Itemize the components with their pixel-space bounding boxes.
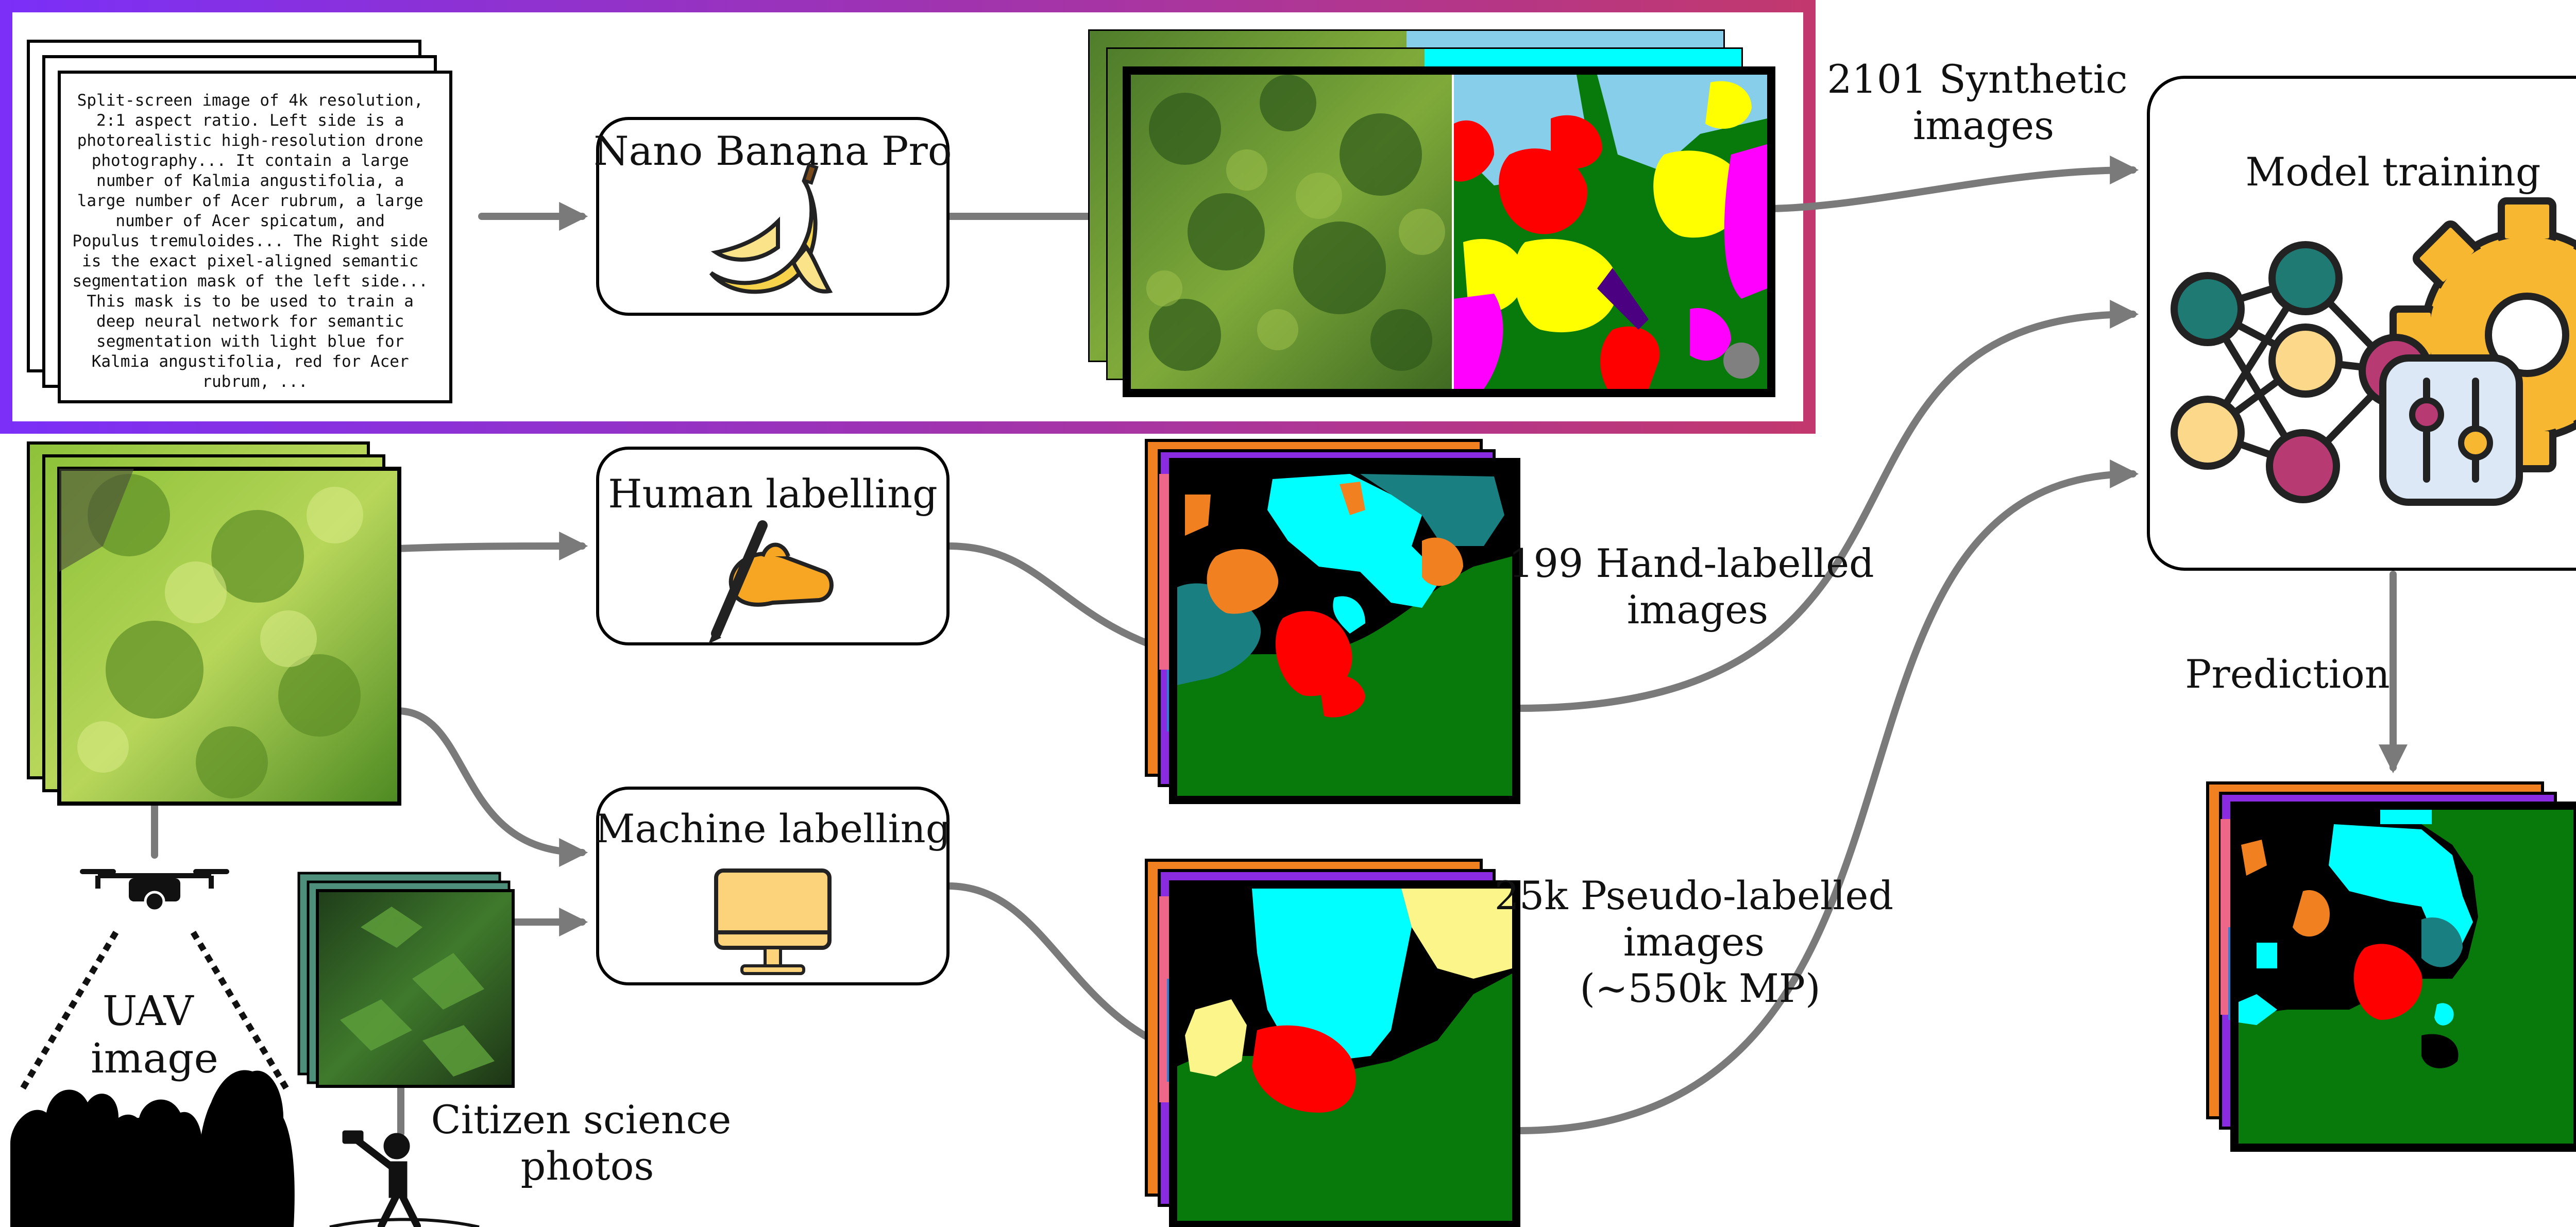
- machine-labelling-node: Machine labelling: [595, 787, 951, 985]
- uav-image-stack: [27, 441, 401, 806]
- prompt-line: photography... It contain a large: [92, 151, 409, 170]
- pseudo-labelled-line: (~550k MP): [1580, 965, 1820, 1011]
- prompt-line: Split-screen image of 4k resolution,: [77, 91, 423, 110]
- arrow-uav-to-human: [393, 532, 588, 561]
- prompt-document-stack: Split-screen image of 4k resolution, 2:1…: [27, 40, 452, 403]
- nano-banana-pro-label: Nano Banana Pro: [594, 128, 952, 175]
- model-training-node: Model training: [2147, 76, 2576, 571]
- arrow-pseudo-to-model: [1514, 459, 2139, 1134]
- neural-network-gear-icon: [2171, 197, 2576, 506]
- prompt-text: Split-screen image of 4k resolution, 2:1…: [72, 91, 437, 391]
- citizen-science-line: Citizen science: [431, 1097, 732, 1143]
- nano-banana-pro-node: Nano Banana Pro: [594, 117, 952, 316]
- prompt-line: rubrum, ...: [202, 372, 308, 391]
- pseudo-labelled-count-label: 25k Pseudo-labelled images (~550k MP): [1495, 873, 1906, 1011]
- synthetic-image-front: [1123, 66, 1775, 397]
- hand-labelled-count-label: 199 Hand-labelled images: [1509, 540, 1887, 633]
- hand-labelled-line: images: [1627, 587, 1768, 633]
- prompt-line: number of Kalmia angustifolia, a: [96, 172, 404, 190]
- prompt-line: Kalmia angustifolia, red for Acer: [92, 352, 409, 371]
- uav-image-line: UAV: [103, 987, 194, 1035]
- human-labelling-node: Human labelling: [596, 447, 950, 645]
- prompt-line: large number of Acer rubrum, a large: [77, 192, 423, 210]
- machine-labelling-label: Machine labelling: [595, 806, 951, 851]
- prompt-line: is the exact pixel-aligned semantic: [82, 252, 418, 270]
- prompt-line: segmentation mask of the left side...: [72, 272, 428, 291]
- arrow-handlabelled-to-model: [1514, 300, 2139, 712]
- monitor-icon: [714, 868, 832, 975]
- uav-field-of-view: [18, 930, 292, 1094]
- pseudo-labelled-stack: [1145, 859, 1520, 1227]
- citizen-science-label: Citizen science photos: [431, 1097, 744, 1189]
- pseudo-labelled-line: images: [1623, 919, 1765, 965]
- prediction-stack: [2206, 781, 2576, 1152]
- ground-line: [329, 1218, 480, 1227]
- synthetic-mask-regions: [1454, 75, 1767, 389]
- uav-image-line: image: [91, 1034, 218, 1082]
- prompt-line: photorealistic high-resolution drone: [77, 131, 423, 150]
- pseudo-labelled-line: 25k Pseudo-labelled: [1495, 873, 1894, 918]
- prompt-line: segmentation with light blue for: [96, 332, 404, 351]
- person-photographing-icon: [342, 1130, 421, 1227]
- synthetic-count-label: 2101 Synthetic images: [1827, 56, 2140, 148]
- pen-hand-icon: [708, 520, 834, 644]
- arrow-synthetic-to-model: [1769, 156, 2139, 212]
- connectors: [151, 156, 2408, 1137]
- prediction-label: Prediction: [2185, 651, 2390, 697]
- citizen-photo-stack: [297, 872, 515, 1088]
- hand-labelled-line: 199 Hand-labelled: [1509, 540, 1874, 586]
- human-labelling-label: Human labelling: [608, 471, 937, 517]
- prompt-line: deep neural network for semantic: [96, 312, 404, 331]
- tree-silhouette-icon: [10, 1070, 295, 1227]
- uav-image-label: UAV image: [91, 987, 218, 1082]
- banana-icon: [709, 163, 833, 294]
- hand-labelled-stack: [1145, 439, 1520, 804]
- synthetic-count-line: images: [1913, 103, 2054, 148]
- prompt-line: number of Acer spicatum, and: [115, 212, 385, 230]
- synthetic-count-line: 2101 Synthetic: [1827, 56, 2127, 102]
- prompt-line: Populus tremuloides... The Right side: [72, 232, 428, 250]
- line-machine-to-pseudo: [944, 882, 1153, 1042]
- synthetic-pipeline-frame: [0, 0, 1816, 434]
- synthetic-image-stack: [1088, 29, 1775, 397]
- model-training-label: Model training: [2245, 149, 2540, 195]
- line-human-to-handlabelled: [944, 542, 1153, 647]
- citizen-science-line: photos: [521, 1143, 654, 1189]
- arrow-uav-to-machine: [393, 707, 588, 867]
- prompt-line: 2:1 aspect ratio. Left side is a: [96, 111, 404, 130]
- drone-icon: [80, 869, 229, 912]
- prompt-line: This mask is to be used to train a: [87, 292, 414, 311]
